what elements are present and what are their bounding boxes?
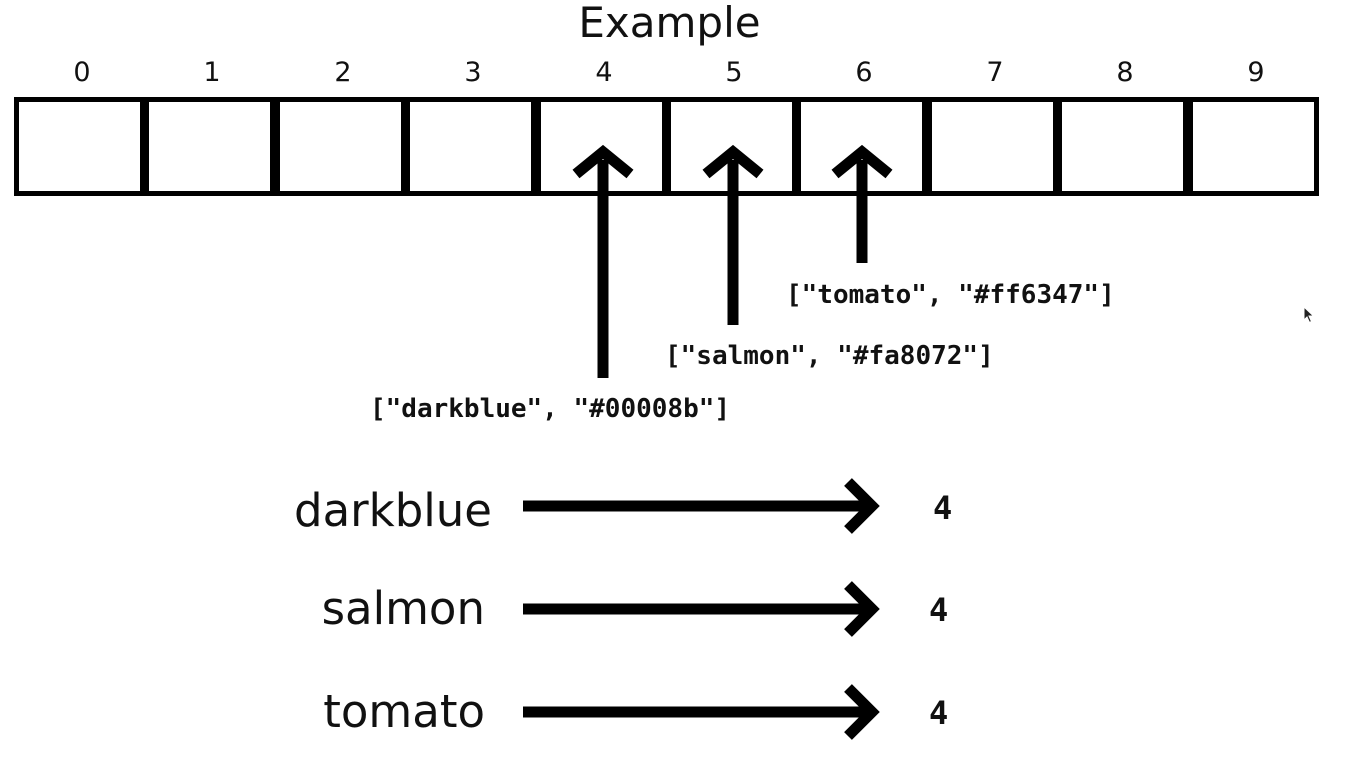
mapping-value-darkblue: 4 — [933, 489, 953, 527]
pair-label-tomato: ["tomato", "#ff6347"] — [786, 280, 1115, 310]
array-cell-2 — [275, 97, 406, 196]
index-label-2: 2 — [334, 57, 352, 88]
mapping-value-tomato: 4 — [929, 694, 949, 732]
arrow-right-tomato-head — [844, 684, 880, 740]
index-label-6: 6 — [855, 57, 873, 88]
pair-label-darkblue: ["darkblue", "#00008b"] — [370, 394, 731, 424]
index-label-8: 8 — [1116, 57, 1134, 88]
arrow-right-salmon-head — [844, 581, 880, 637]
array-cell-9 — [1188, 97, 1319, 196]
arrow-right-darkblue-head — [844, 478, 880, 534]
mapping-key-tomato: tomato — [323, 685, 485, 738]
pair-label-salmon: ["salmon", "#fa8072"] — [665, 341, 994, 371]
array-cell-8 — [1057, 97, 1188, 196]
array-cell-6 — [796, 97, 927, 196]
diagram-title: Example — [578, 0, 761, 47]
index-label-0: 0 — [73, 57, 91, 88]
mapping-key-salmon: salmon — [321, 582, 485, 635]
index-label-4: 4 — [595, 57, 613, 88]
index-label-5: 5 — [725, 57, 743, 88]
mapping-key-darkblue: darkblue — [294, 484, 492, 537]
array-cell-0 — [14, 97, 145, 196]
array-cell-1 — [144, 97, 275, 196]
index-label-9: 9 — [1247, 57, 1265, 88]
array-cell-4 — [536, 97, 667, 196]
array-cell-5 — [666, 97, 797, 196]
mapping-value-salmon: 4 — [929, 591, 949, 629]
index-label-3: 3 — [464, 57, 482, 88]
mouse-pointer-icon — [1303, 306, 1315, 324]
index-label-7: 7 — [986, 57, 1004, 88]
array-cell-7 — [927, 97, 1058, 196]
array-cell-3 — [405, 97, 536, 196]
index-label-1: 1 — [203, 57, 221, 88]
